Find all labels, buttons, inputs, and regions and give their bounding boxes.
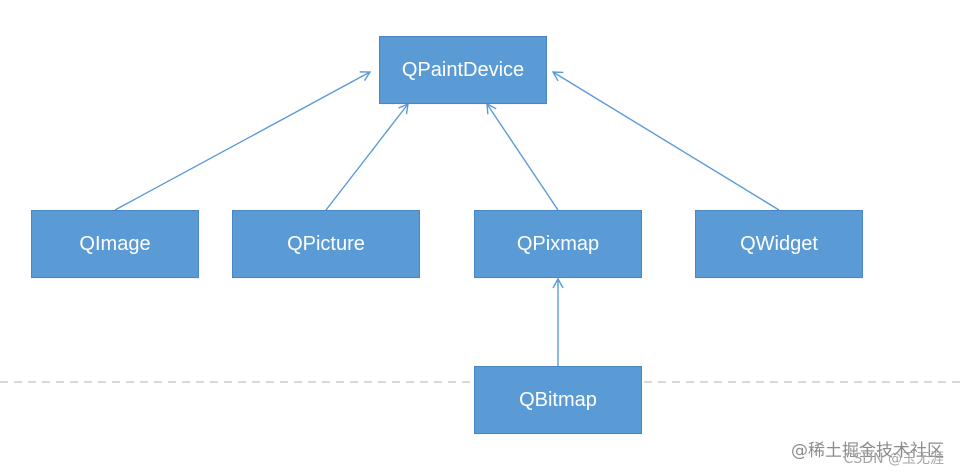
edges-layer bbox=[114, 71, 780, 366]
watermark-csdn: CSDN @玉无涯 bbox=[843, 451, 944, 467]
node-qpicture: QPicture bbox=[232, 210, 420, 278]
node-qpaintdevice: QPaintDevice bbox=[379, 36, 547, 104]
node-qbitmap: QBitmap bbox=[474, 366, 642, 434]
node-qpixmap: QPixmap bbox=[474, 210, 642, 278]
node-qimage: QImage bbox=[31, 210, 199, 278]
node-label: QPixmap bbox=[516, 232, 600, 255]
node-label: QBitmap bbox=[519, 388, 597, 411]
node-label: QPaintDevice bbox=[401, 58, 525, 81]
node-qwidget: QWidget bbox=[695, 210, 863, 278]
edge-qimage-to-qpaintdevice bbox=[114, 71, 372, 211]
node-label: QWidget bbox=[740, 232, 818, 255]
watermark-juejin: @稀土掘金技术社区 bbox=[791, 441, 944, 461]
edge-qpixmap-to-qpaintdevice bbox=[486, 102, 559, 211]
edge-qwidget-to-qpaintdevice bbox=[551, 71, 780, 211]
edge-qpicture-to-qpaintdevice bbox=[325, 102, 409, 211]
node-label: QImage bbox=[79, 232, 151, 255]
node-label: QPicture bbox=[287, 232, 365, 255]
